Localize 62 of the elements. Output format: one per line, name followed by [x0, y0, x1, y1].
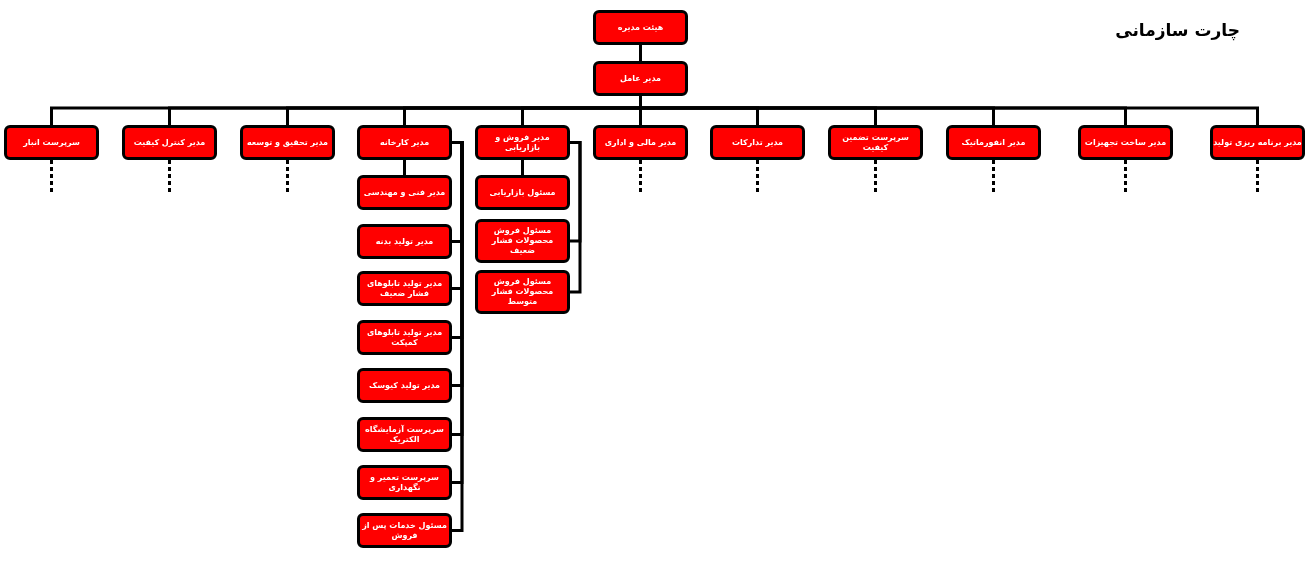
role-title: مدیر تحقیق و توسعه — [246, 137, 329, 148]
role-title: مسئول بازاریابی — [489, 187, 556, 198]
role-title: مدیر عامل — [620, 73, 661, 84]
org-chart-box — [357, 125, 452, 160]
dotted-line — [1124, 160, 1127, 195]
org-chart-box — [828, 125, 923, 160]
role-title: مدیر تولید کیوسک — [369, 380, 440, 391]
role-title: مدیر برنامه ریزی تولید — [1213, 137, 1302, 148]
org-chart-box — [240, 125, 335, 160]
role-title: سرپرست انبار — [23, 137, 80, 148]
org-chart-box — [475, 125, 570, 160]
org-chart-box — [357, 417, 452, 452]
org-chart-box — [946, 125, 1041, 160]
role-title: مدیر کارخانه — [379, 137, 430, 148]
role-title: مسئول خدمات پس از فروش — [361, 520, 448, 541]
dotted-line — [50, 160, 53, 195]
dotted-line — [756, 160, 759, 195]
org-chart-box — [4, 125, 99, 160]
org-chart-box — [1078, 125, 1173, 160]
org-chart-box — [357, 465, 452, 500]
role-title: مدیر تولید بدنه — [375, 236, 434, 247]
org-chart-box — [593, 61, 688, 96]
dotted-line — [168, 160, 171, 195]
dotted-line — [1256, 160, 1259, 195]
role-title: مدیر فنی و مهندسی — [363, 187, 446, 198]
org-chart-box — [357, 271, 452, 306]
org-chart-box — [122, 125, 217, 160]
dotted-line — [286, 160, 289, 195]
role-title: مدیر کنترل کیفیت — [133, 137, 206, 148]
chart-title: چارت سازمانی — [1114, 20, 1240, 40]
role-title: مسئول فروش محصولات فشار متوسط — [490, 277, 555, 307]
role-title: مدیر تولید تابلوهای کمپکت — [365, 327, 444, 348]
org-chart-box — [593, 125, 688, 160]
org-chart-box — [357, 224, 452, 259]
role-title: مدیر انفورماتیک — [961, 137, 1026, 148]
role-title: هیئت مدیره — [617, 22, 664, 33]
org-chart-box — [475, 219, 570, 263]
connector-line — [570, 141, 582, 294]
role-title: سرپرست تضمین کیفیت — [841, 132, 910, 153]
role-title: سرپرست تعمیر و نگهداری — [368, 472, 440, 493]
role-title: مدیر فروش و بازاریابی — [494, 132, 551, 153]
org-chart-box — [475, 175, 570, 210]
role-title: مدیر تدارکات — [732, 137, 783, 148]
org-chart-box — [593, 10, 688, 45]
role-title: مدیر تولید تابلوهای فشار ضعیف — [365, 278, 444, 299]
connector-line — [403, 160, 406, 175]
connector-line — [521, 160, 524, 175]
org-chart-box — [475, 270, 570, 314]
role-title: مدیر ساخت تجهیزات — [1084, 137, 1167, 148]
org-chart-box — [357, 175, 452, 210]
connector-line — [639, 45, 642, 61]
org-chart-box — [357, 513, 452, 548]
role-title: سرپرست آزمایشگاه الکتریک — [364, 424, 445, 445]
dotted-line — [874, 160, 877, 195]
role-title: مدیر مالی و اداری — [604, 137, 677, 148]
org-chart-box — [710, 125, 805, 160]
role-title: مسئول فروش محصولات فشار ضعیف — [490, 226, 555, 256]
org-chart-box — [357, 368, 452, 403]
org-chart-box — [1210, 125, 1305, 160]
dotted-line — [639, 160, 642, 195]
org-chart-box — [357, 320, 452, 355]
dotted-line — [992, 160, 995, 195]
